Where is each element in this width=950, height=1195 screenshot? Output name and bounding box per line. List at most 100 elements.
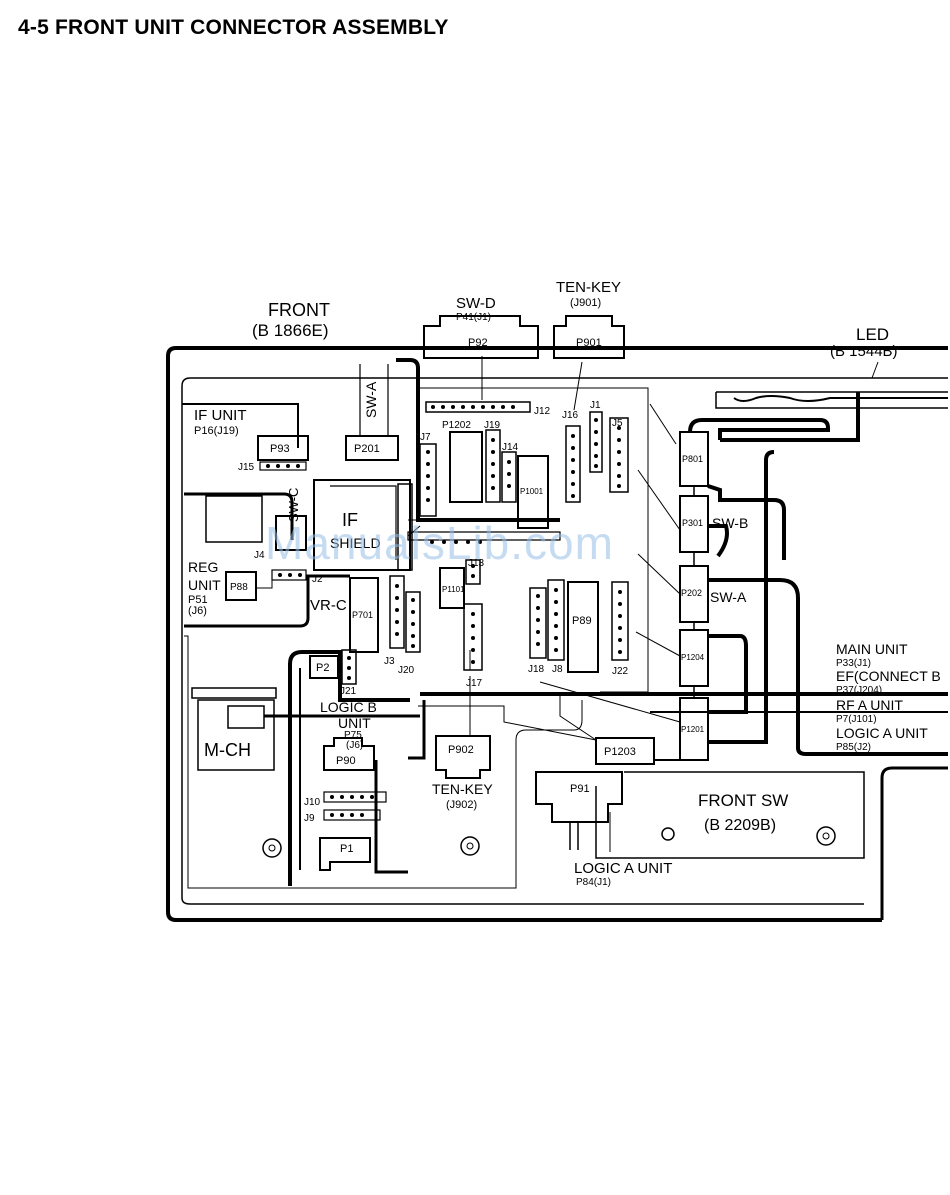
label-reg-sub2: (J6)	[188, 605, 207, 617]
label-swd-sub: P41(J1)	[456, 312, 491, 323]
label-front-code: (B 1866E)	[252, 321, 329, 340]
connector-p1201: P1201	[681, 725, 705, 734]
connector-p93: P93	[270, 443, 290, 455]
label-main-unit: MAIN UNIT	[836, 641, 908, 657]
connector-p801: P801	[682, 454, 703, 464]
label-logic-a: LOGIC A UNIT	[574, 860, 672, 877]
connector-p201: P201	[354, 443, 380, 455]
label-led: LED	[856, 325, 889, 344]
connector-p901: P901	[576, 337, 602, 349]
jack-j9: J9	[304, 813, 315, 824]
m-ch-block	[197, 699, 275, 771]
label-ef: EF(CONNECT B	[836, 668, 941, 684]
p1101-housing	[439, 567, 465, 609]
p93-housing	[257, 435, 309, 461]
connector-p202: P202	[681, 588, 702, 598]
right-panel-frame	[880, 766, 948, 920]
p88-housing	[225, 571, 257, 601]
connector-p92: P92	[468, 337, 488, 349]
p1203-housing	[595, 737, 655, 765]
label-swc-vertical: SW-C	[286, 488, 301, 522]
label-swa-vertical: SW-A	[363, 381, 379, 418]
label-p75: P75	[344, 730, 362, 741]
label-tenkey-top-sub: (J901)	[570, 297, 601, 309]
connector-p88: P88	[230, 582, 248, 593]
jack-j17: J17	[466, 678, 483, 689]
p91-housing	[535, 771, 623, 823]
label-front: FRONT	[268, 300, 330, 320]
p1001-housing	[517, 455, 549, 529]
connector-p90: P90	[336, 755, 356, 767]
label-logic-b: LOGIC B	[320, 699, 377, 715]
label-swd: SW-D	[456, 295, 496, 312]
jack-j13: J13	[468, 558, 485, 569]
label-front-sw: FRONT SW	[698, 791, 788, 810]
p90-housing	[323, 737, 375, 771]
p902-housing	[435, 735, 491, 779]
jack-j8: J8	[552, 664, 563, 675]
led-board	[715, 391, 948, 409]
pin-dots	[266, 405, 622, 817]
watermark: ManualsLib.com	[265, 517, 614, 569]
label-rfa-sub: P7(J101)	[836, 714, 877, 725]
label-reg: REG	[188, 559, 218, 575]
p901-housing	[553, 315, 625, 359]
p701-housing	[349, 577, 379, 653]
label-rfa: RF A UNIT	[836, 697, 903, 713]
jack-j21: J21	[340, 686, 357, 697]
connector-p1101: P1101	[442, 585, 465, 594]
label-logic-a-sub: P84(J1)	[576, 877, 611, 888]
label-front-sw-code: (B 2209B)	[704, 817, 776, 834]
jack-j10: J10	[304, 797, 321, 808]
page-title: 4-5 FRONT UNIT CONNECTOR ASSEMBLY	[18, 16, 449, 39]
connector-p701: P701	[352, 610, 373, 620]
label-if-unit: IF UNIT	[194, 407, 247, 424]
label-reg-unit: UNIT	[188, 577, 221, 593]
jack-j22: J22	[612, 666, 629, 677]
jack-j3: J3	[384, 656, 395, 667]
jack-j5: J5	[612, 418, 623, 429]
label-main-sub: P33(J1)	[836, 658, 871, 669]
jack-j19: J19	[484, 420, 501, 431]
label-logic-b-unit: UNIT	[338, 715, 371, 731]
front-sw-board	[595, 771, 865, 859]
connector-p1203: P1203	[604, 746, 636, 758]
label-tenkey-top: TEN-KEY	[556, 279, 621, 296]
jack-j1: J1	[590, 400, 601, 411]
label-reg-sub1: P51	[188, 594, 208, 606]
jack-j2: J2	[312, 574, 323, 585]
label-mch: M-CH	[204, 740, 251, 760]
p1-housing	[319, 837, 371, 871]
p201-housing	[345, 435, 399, 461]
if-shield	[313, 479, 411, 571]
label-if-shield-1: IF	[342, 510, 358, 530]
label-if-shield-2: SHIELD	[330, 535, 381, 551]
label-swb: SW-B	[712, 515, 748, 531]
label-logica-sub: P85(J2)	[836, 742, 871, 753]
p1202-housing	[449, 431, 483, 503]
label-ef-sub: P37(J204)	[836, 685, 882, 696]
label-logica-unit: LOGIC A UNIT	[836, 725, 928, 741]
connector-p1001: P1001	[520, 487, 544, 496]
connector-p902: P902	[448, 744, 474, 756]
p2-housing	[309, 655, 339, 679]
label-swa: SW-A	[710, 589, 747, 605]
connector-p301: P301	[682, 518, 703, 528]
connector-p89: P89	[572, 615, 592, 627]
jack-j18: J18	[528, 664, 545, 675]
connector-p1204: P1204	[681, 653, 705, 662]
chassis-inner-frame	[181, 377, 948, 905]
p89-housing	[567, 581, 599, 673]
jack-j20: J20	[398, 665, 415, 676]
jack-j16: J16	[562, 410, 579, 421]
label-j6: (J6)	[346, 740, 363, 751]
connector-p1202: P1202	[442, 420, 471, 431]
label-if-unit-sub: P16(J19)	[194, 425, 239, 437]
jack-j4: J4	[254, 550, 265, 561]
p92-housing	[423, 315, 539, 359]
label-tenkey-bot-sub: (J902)	[446, 799, 477, 811]
label-led-code: (B 1544B)	[830, 343, 898, 360]
jack-j12: J12	[534, 406, 551, 417]
connector-p91: P91	[570, 783, 590, 795]
